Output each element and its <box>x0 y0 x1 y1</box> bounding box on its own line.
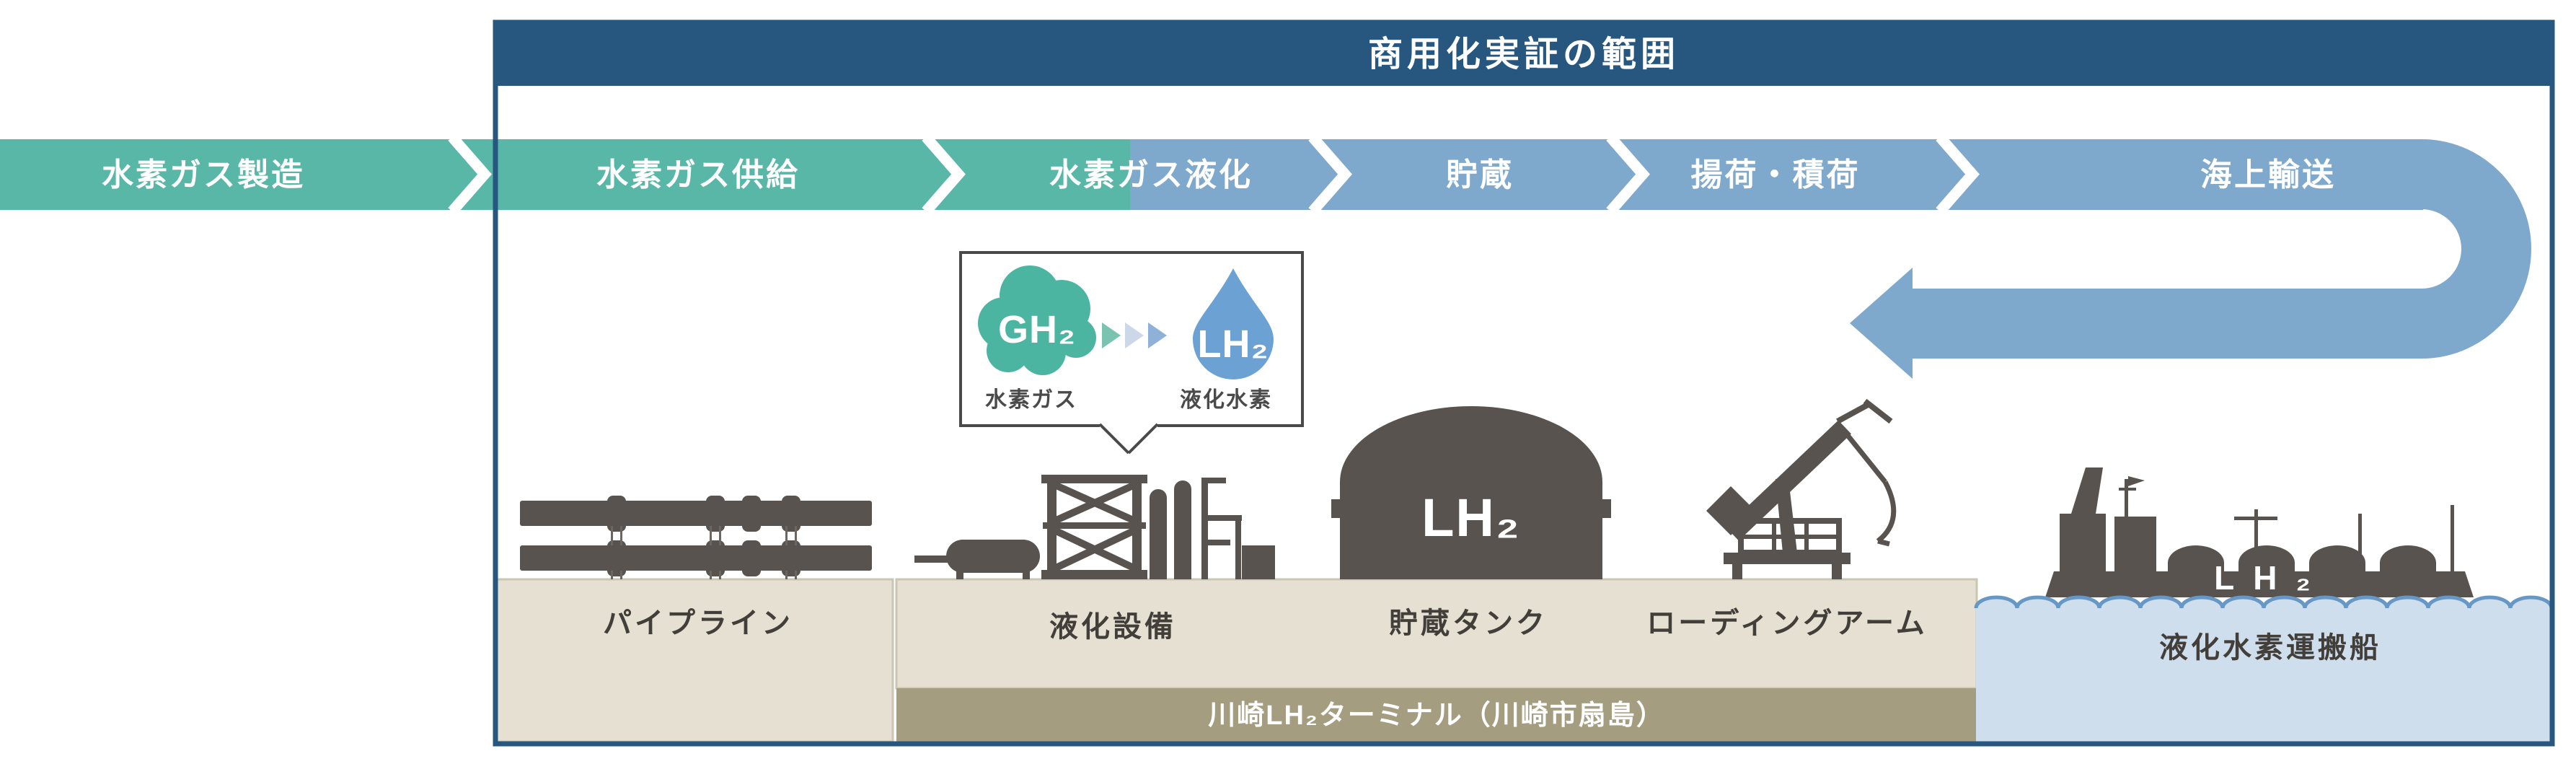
terminal-label: 川崎LH₂ターミナル（川崎市扇島） <box>1208 701 1665 731</box>
pipeline-label: パイプライン <box>603 607 793 639</box>
step-hydrogen-gas-liquefaction: 水素ガス液化 <box>1049 157 1253 193</box>
liquefaction-label: 液化設備 <box>1049 611 1176 643</box>
step-marine-transport: 海上輸送 <box>2200 157 2336 193</box>
water <box>1974 595 2554 742</box>
lh2-storage-tank-icon <box>1331 406 1611 579</box>
step-unloading-loading: 揚荷・積荷 <box>1690 157 1861 193</box>
scope-title: 商用化実証の範囲 <box>1367 35 1680 74</box>
scope-box-border <box>493 19 2555 747</box>
step-storage: 貯蔵 <box>1446 157 1514 193</box>
liquefaction-plant-icon <box>914 475 1275 579</box>
gas-label: 水素ガス <box>985 388 1077 412</box>
ship-label: 液化水素運搬船 <box>2159 632 2381 664</box>
pipeline-icon <box>520 496 872 579</box>
storage-tank-symbol: LH₂ <box>1421 488 1521 548</box>
droplet-symbol: LH₂ <box>1197 322 1269 366</box>
step-hydrogen-gas-supply: 水素ガス供給 <box>596 157 800 193</box>
lh2-carrier-ship-icon <box>2045 467 2474 597</box>
liquid-label: 液化水素 <box>1180 388 1272 412</box>
gas-cloud-icon <box>978 265 1096 375</box>
u-turn-arrow-icon <box>1850 139 2531 379</box>
step-hydrogen-gas-production: 水素ガス製造 <box>102 157 305 193</box>
terminal-bar <box>896 688 1977 742</box>
pipeline-ground-panel <box>495 578 894 743</box>
gas-cloud-symbol: GH₂ <box>998 308 1076 351</box>
wave-line <box>1974 595 2554 609</box>
chevron-separators <box>448 133 1980 215</box>
liquid-droplet-icon <box>1193 268 1274 379</box>
header-bar <box>495 22 2552 86</box>
storage-tank-label: 貯蔵タンク <box>1389 607 1548 639</box>
phase-change-arrows-icon <box>1102 322 1167 348</box>
ship-symbol: LH₂ <box>2214 559 2329 597</box>
loading-arm-label: ローディングアーム <box>1646 607 1928 639</box>
loading-arm-icon <box>1706 398 1897 579</box>
